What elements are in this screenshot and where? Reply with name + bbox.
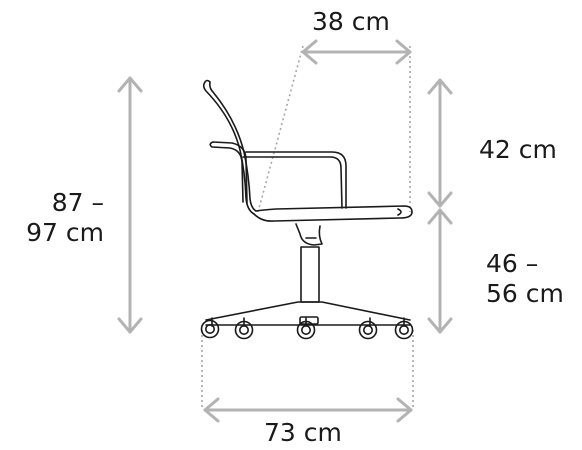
caster-1 <box>200 319 220 339</box>
caster-5 <box>394 320 414 340</box>
seat-depth-arrow <box>301 39 412 65</box>
backrest-height-label: 42 cm <box>479 135 557 165</box>
chair-illustration <box>200 79 414 340</box>
chair-armrest <box>209 141 347 209</box>
seat-height-label: 46 – 56 cm <box>486 249 564 309</box>
seat-height-arrow <box>427 208 453 334</box>
backrest-height-value: 42 cm <box>479 135 557 164</box>
seat-depth-label: 38 cm <box>312 7 390 37</box>
chair-seat <box>253 205 413 222</box>
seat-height-line1: 46 – <box>486 249 539 278</box>
backrest-height-arrow <box>427 78 453 208</box>
caster-4 <box>358 320 378 340</box>
guide-seat-depth-left <box>257 45 304 213</box>
seat-depth-value: 38 cm <box>312 7 390 36</box>
chair-mechanism <box>295 223 323 246</box>
total-height-line1: 87 – <box>51 188 104 217</box>
seat-height-line2: 56 cm <box>486 279 564 308</box>
total-height-line2: 97 cm <box>26 218 104 247</box>
total-height-label: 87 – 97 cm <box>12 188 104 248</box>
total-height-arrow <box>117 76 143 334</box>
caster-2 <box>234 320 254 340</box>
guide-lines <box>201 45 414 410</box>
chair-column <box>300 246 320 303</box>
base-width-label: 73 cm <box>264 418 342 448</box>
dimension-arrows <box>117 39 453 423</box>
base-width-value: 73 cm <box>264 418 342 447</box>
base-width-arrow <box>203 397 413 423</box>
caster-3 <box>296 316 319 340</box>
